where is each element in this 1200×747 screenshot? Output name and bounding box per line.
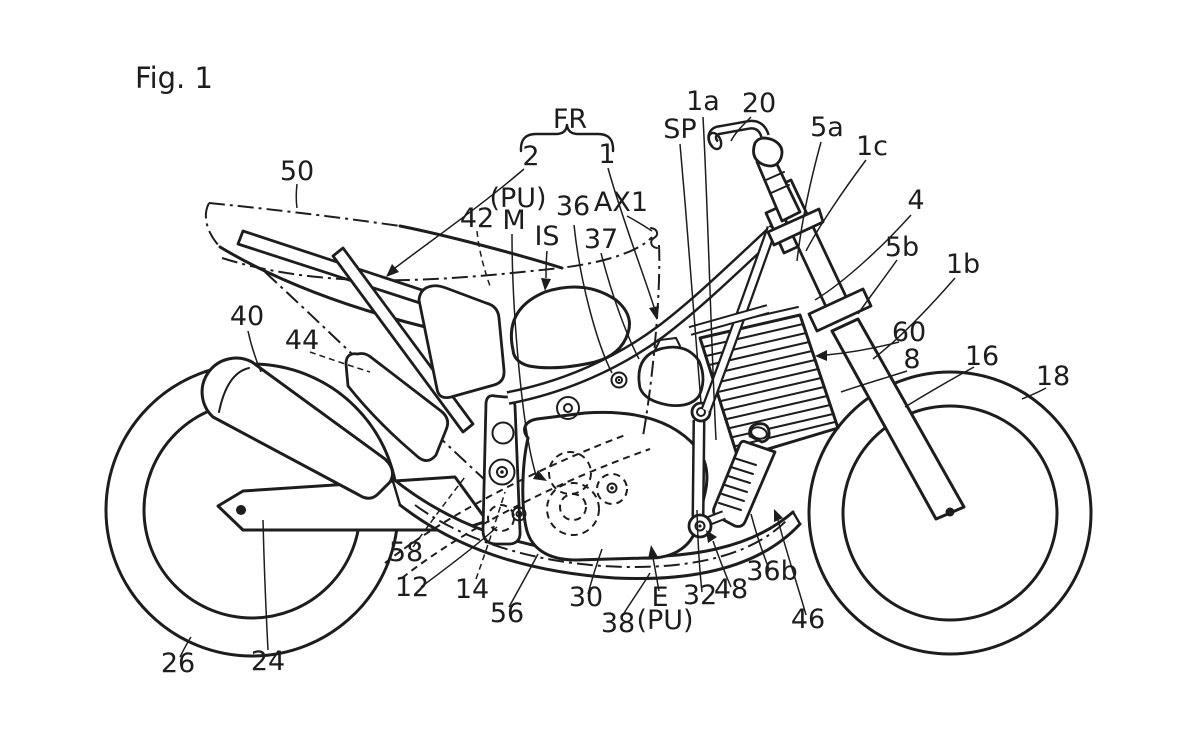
gear-hidden-1 — [548, 451, 592, 495]
label-24: 24 — [251, 646, 285, 677]
upper-triple-clamp — [766, 207, 825, 247]
label-58: 58 — [389, 537, 423, 568]
intake-silencer — [509, 285, 631, 370]
label-36b: 36b — [746, 556, 798, 587]
label-5b: 5b — [885, 232, 919, 263]
engine-boss — [556, 396, 580, 420]
label-26: 26 — [161, 648, 195, 679]
footpeg-bolt — [511, 506, 527, 522]
fr-brace — [519, 123, 615, 153]
handlebar — [707, 119, 784, 168]
grip-end — [707, 131, 723, 151]
label-m: M — [502, 205, 525, 236]
label-sp: SP — [663, 114, 696, 145]
front-tire-outline — [807, 370, 1093, 656]
label-44: 44 — [285, 325, 319, 356]
hidden-body-line — [221, 236, 653, 282]
label-38: 38 — [601, 608, 635, 639]
label-16: 16 — [965, 341, 999, 372]
label-e: E — [651, 582, 668, 613]
label-2: 2 — [522, 141, 539, 172]
label-1a: 1a — [686, 86, 720, 117]
label-20: 20 — [742, 88, 776, 119]
label-56: 56 — [490, 598, 524, 629]
crankcase — [521, 410, 709, 562]
break-squiggle — [650, 227, 659, 249]
handlebar-clamp — [752, 136, 784, 168]
label-fr: FR — [553, 104, 587, 135]
rear-axle-dot — [236, 505, 246, 515]
gear-hidden-4 — [596, 473, 628, 505]
label-1: 1 — [598, 139, 615, 170]
axis-line-ax1 — [642, 244, 661, 437]
cowl-center-line — [414, 504, 789, 569]
reference-labels: Fig. 1 50 2 FR 1 SP 1a 20 5a 1c 4 5b 1b … — [135, 61, 1070, 679]
mount-bolt-36 — [610, 371, 628, 389]
label-1b: 1b — [946, 249, 980, 280]
label-48: 48 — [714, 574, 748, 605]
label-40: 40 — [230, 301, 264, 332]
figure-title: Fig. 1 — [135, 61, 213, 95]
label-14: 14 — [455, 574, 489, 605]
number-plate-panel — [417, 284, 506, 400]
label-50: 50 — [280, 156, 314, 187]
hidden-lines — [384, 244, 661, 579]
label-18: 18 — [1036, 361, 1070, 392]
label-1c: 1c — [856, 131, 888, 162]
front-axle-dot — [945, 507, 955, 517]
muffler — [200, 356, 395, 500]
label-8: 8 — [903, 344, 920, 375]
leader-lines — [179, 116, 1047, 658]
muffler-end-cap — [218, 367, 250, 413]
shock-absorber — [712, 422, 777, 528]
cooling-fins — [702, 323, 836, 447]
label-46: 46 — [791, 604, 825, 635]
front-wheel — [807, 370, 1093, 656]
side-panel — [344, 352, 450, 462]
front-rim-outline — [841, 404, 1059, 622]
label-30: 30 — [569, 582, 603, 613]
label-ax1: AX1 — [594, 187, 648, 218]
label-5a: 5a — [810, 112, 844, 143]
body-panels — [344, 284, 506, 462]
label-pu-top: (PU) — [489, 183, 546, 214]
label-37: 37 — [584, 224, 618, 255]
label-60: 60 — [892, 317, 926, 348]
gear-hidden-2 — [546, 482, 600, 536]
label-4: 4 — [907, 185, 924, 216]
gear-hidden-3 — [559, 493, 587, 521]
label-32: 32 — [683, 580, 717, 611]
label-12: 12 — [395, 572, 429, 603]
label-is: IS — [534, 221, 559, 252]
engine — [509, 285, 840, 562]
label-36: 36 — [556, 191, 590, 222]
fork-outer-tube — [830, 317, 966, 521]
shock-bellows — [718, 457, 757, 511]
pivot-plate — [481, 394, 527, 546]
label-pu-bottom: (PU) — [636, 605, 693, 636]
cylinder-head-cover — [637, 345, 705, 407]
label-42: 42 — [460, 203, 494, 234]
